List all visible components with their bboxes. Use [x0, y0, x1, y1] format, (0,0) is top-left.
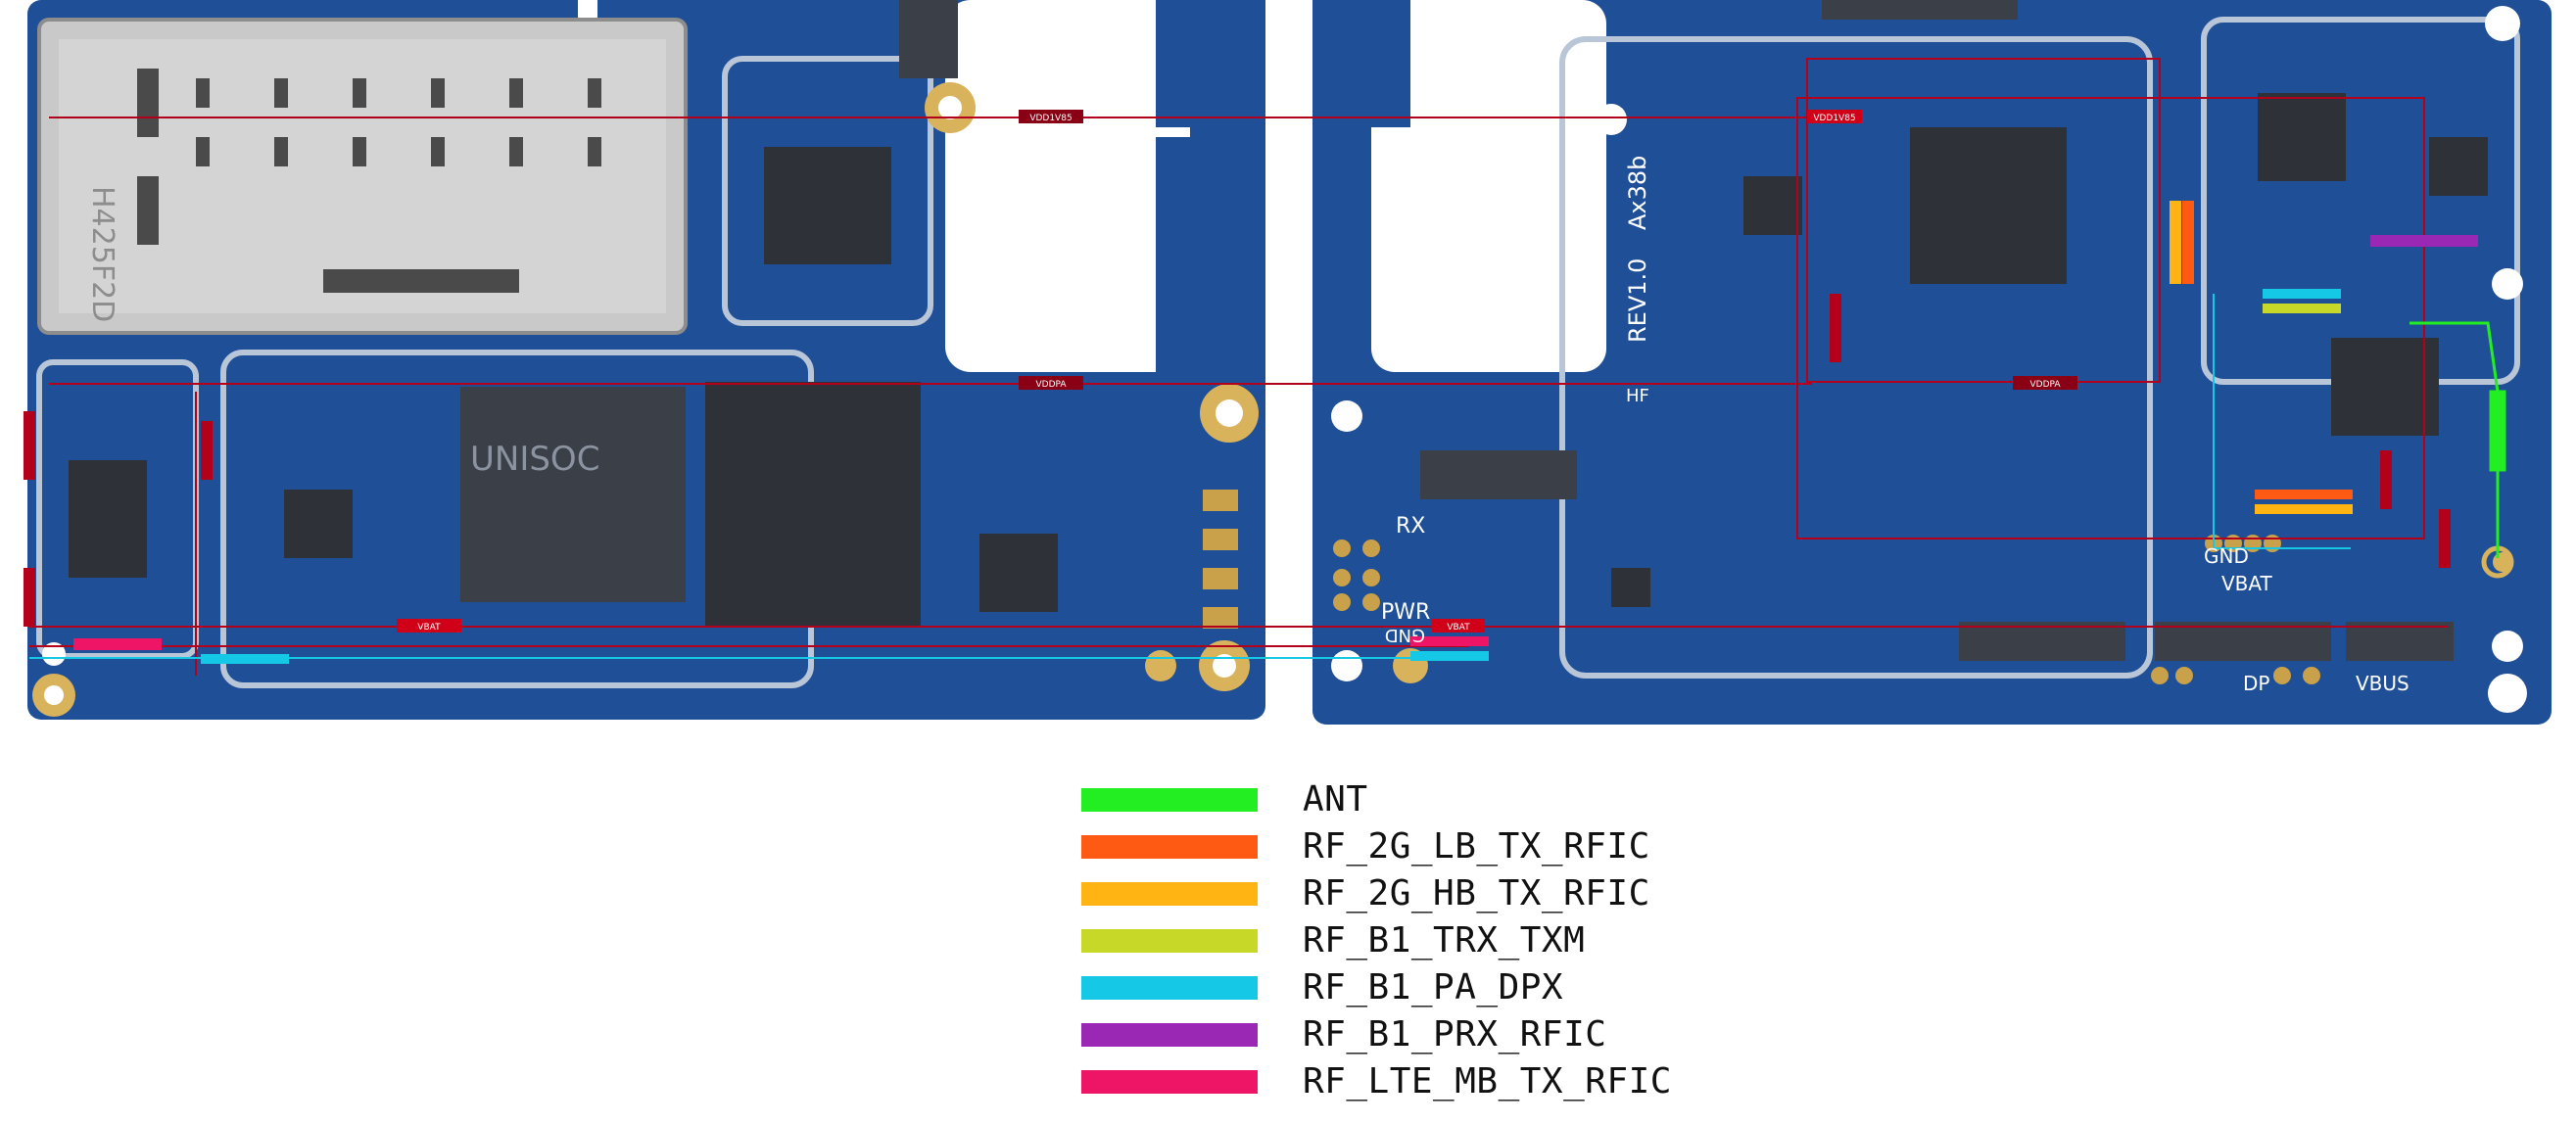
legend-swatch	[1081, 835, 1258, 859]
svg-text:VDDPA: VDDPA	[1035, 380, 1067, 390]
left-board	[27, 0, 1265, 720]
legend-item: RF_2G_LB_TX_RFIC	[1077, 825, 1822, 872]
board-label-vbat: VBAT	[2221, 572, 2273, 595]
legend-item: RF_2G_HB_TX_RFIC	[1077, 872, 1822, 919]
legend-item: RF_B1_PA_DPX	[1077, 966, 1822, 1013]
legend-label: RF_2G_HB_TX_RFIC	[1303, 873, 1650, 914]
legend-swatch	[1081, 882, 1258, 906]
legend-label: RF_LTE_MB_TX_RFIC	[1303, 1061, 1672, 1102]
legend-swatch	[1081, 929, 1258, 953]
legend-swatch	[1081, 1070, 1258, 1094]
board-label-gnd-right: GND	[2204, 544, 2249, 568]
legend-item: ANT	[1077, 778, 1822, 825]
board-label-pwr: PWR	[1381, 600, 1430, 625]
legend-item: RF_LTE_MB_TX_RFIC	[1077, 1060, 1822, 1107]
net-tag-vdd1v85-a: VDD1V85	[1019, 110, 1083, 123]
board-label-hf: HF	[1626, 386, 1649, 406]
legend-label: RF_B1_PA_DPX	[1303, 967, 1564, 1008]
legend-label: ANT	[1303, 779, 1368, 820]
board-label-vbus: VBUS	[2356, 672, 2409, 695]
legend-item: RF_B1_PRX_RFIC	[1077, 1013, 1822, 1060]
color-trace-segments	[24, 201, 2478, 664]
net-tag-vddpa-b: VDDPA	[2013, 376, 2077, 390]
legend-label: RF_B1_PRX_RFIC	[1303, 1014, 1607, 1055]
net-tag-vbat-right: VBAT	[1432, 619, 1485, 633]
chip-brand-label: UNISOC	[470, 440, 599, 479]
legend-label: RF_B1_TRX_TXM	[1303, 920, 1586, 961]
legend-swatch	[1081, 788, 1258, 812]
legend-swatch	[1081, 1023, 1258, 1047]
net-tag-vbat-left: VBAT	[397, 619, 461, 633]
svg-text:VDDPA: VDDPA	[2029, 380, 2061, 390]
pcb-diagram: VDD1V85 VDDPA VDD1V85 VDDPA VBAT VBAT RX…	[24, 0, 2552, 725]
green-ant-trace	[2409, 321, 2506, 558]
net-tag-vdd1v85-b: VDD1V85	[1807, 110, 1862, 123]
legend-item: RF_B1_TRX_TXM	[1077, 919, 1822, 966]
legend-swatch	[1081, 976, 1258, 1000]
board-label-dp: DP	[2243, 672, 2269, 695]
board-label-gnd-left: GND	[1385, 625, 1425, 645]
board-label-rx: RX	[1396, 514, 1425, 539]
legend: ANT RF_2G_LB_TX_RFIC RF_2G_HB_TX_RFIC RF…	[1077, 778, 1822, 1107]
svg-text:VDD1V85: VDD1V85	[1029, 114, 1072, 123]
board-label-model: Ax38b	[1624, 156, 1651, 230]
legend-label: RF_2G_LB_TX_RFIC	[1303, 826, 1650, 867]
sim-code-label: H425F2D	[85, 186, 119, 322]
svg-text:VDD1V85: VDD1V85	[1813, 114, 1855, 123]
board-label-rev: REV1.0	[1624, 258, 1651, 343]
net-tag-vddpa-a: VDDPA	[1019, 376, 1083, 390]
svg-text:VBAT: VBAT	[1447, 623, 1470, 633]
svg-text:VBAT: VBAT	[417, 623, 441, 633]
right-board	[1312, 0, 2552, 725]
